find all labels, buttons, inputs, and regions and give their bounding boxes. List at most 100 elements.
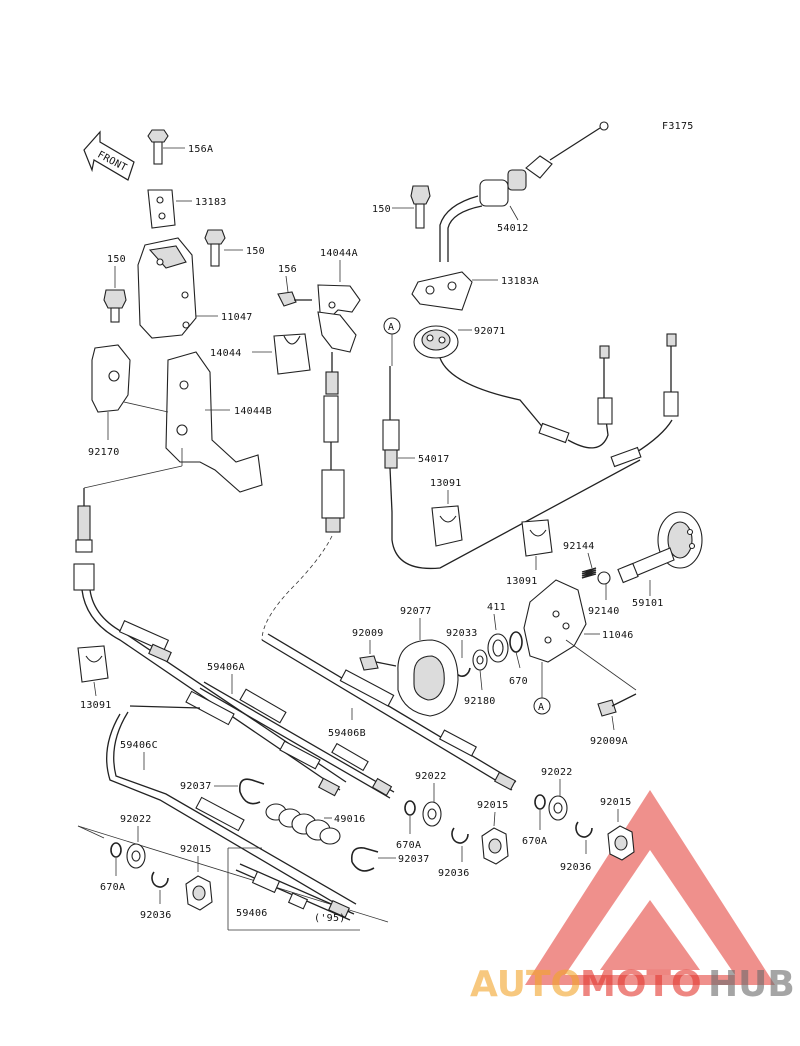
label-92170: 92170 [88,447,120,458]
label-92022-c: 92022 [120,814,152,825]
o-ring-icon [110,842,122,876]
clamp-bracket-icon [91,344,131,440]
spring-icon [581,567,597,579]
label-54012: 54012 [497,223,529,234]
label-13091-mid: 13091 [430,478,462,489]
watermark-logo [525,790,775,985]
cable-clip-icon [350,846,396,872]
label-13183: 13183 [195,197,227,208]
ref-code: F3175 [662,121,694,132]
label-59101: 59101 [632,598,664,609]
label-92015-b: 92015 [600,797,632,808]
throttle-cable-top-icon [439,121,609,262]
hex-nut-icon [607,825,635,861]
view-marker-A-icon: A [383,317,401,366]
label-14044B: 14044B [234,406,272,417]
washer-icon [126,843,146,869]
label-670A-c: 670A [100,882,125,893]
cable-adjuster-icon [118,620,172,663]
label-670A-a: 670A [396,840,421,851]
label-150-left: 150 [107,254,126,265]
circlip-icon [575,821,593,854]
lever-shaft-icon [617,511,703,596]
washer-icon [487,633,509,663]
label-54017: 54017 [418,454,450,465]
label-14044: 14044 [210,348,242,359]
rubber-boot-icon [265,803,341,845]
cable-adjuster-icon [239,688,393,797]
label-13091-left: 13091 [80,700,112,711]
label-92071: 92071 [474,326,506,337]
label-59406B: 59406B [328,728,366,739]
watermark-brand: AUTO MOTO HUB [470,964,795,1005]
ball-icon [597,571,611,600]
plate-icon [147,189,192,229]
lever-cover-icon [397,639,459,717]
circlip-icon [151,871,169,904]
bolt-icon [410,185,431,229]
label-92009: 92009 [352,628,384,639]
circlip-icon [451,827,469,862]
view-marker-label: A [388,322,394,333]
label-92077: 92077 [400,606,432,617]
label-59406C: 59406C [120,740,158,751]
hex-nut-icon [185,875,213,911]
screw-icon [277,291,312,307]
o-ring-icon [534,794,546,830]
label-11046: 11046 [602,630,634,641]
cable-clip-icon [273,333,311,375]
label-92036-c: 92036 [140,910,172,921]
screw-icon [597,693,637,731]
cable-adjuster-icon [339,669,517,791]
lever-bracket-icon [123,351,263,493]
washer-icon [472,649,488,691]
watermark-brand-moto: MOTO [580,964,702,1005]
bracket-icon [137,237,218,339]
watermark-brand-hub: HUB [708,964,795,1005]
grommet-icon [413,325,472,359]
label-59406A: 59406A [207,662,245,673]
cable-end-icon [73,488,95,591]
plate-icon [411,271,498,311]
label-92009A: 92009A [590,736,628,747]
cable-routing-icon [439,333,679,468]
label-59406: 59406 [236,908,268,919]
label-92015-a: 92015 [477,800,509,811]
label-411: 411 [487,602,506,613]
washer-icon [548,795,568,821]
o-ring-icon [404,800,416,834]
throttle-cable-icon [382,366,641,570]
label-13183A: 13183A [501,276,539,287]
label-156: 156 [278,264,297,275]
label-92015-c: 92015 [180,844,212,855]
cable-clip-icon [238,778,265,805]
bolt-icon [147,129,185,165]
label-670: 670 [509,676,528,687]
o-ring-icon [509,631,523,669]
cable-holder-icon [317,284,361,353]
label-92144: 92144 [563,541,595,552]
cable-end-icon [321,352,345,533]
watermark-brand-auto: AUTO [470,964,581,1005]
front-arrow-icon: FRONT [83,130,135,181]
label-150-top: 150 [246,246,265,257]
hex-nut-icon [481,827,509,865]
rubber-damper-icon [77,645,109,697]
label-150-right: 150 [372,204,391,215]
label-14044A: 14044A [320,248,358,259]
label-92036-a: 92036 [438,868,470,879]
label-92033: 92033 [446,628,478,639]
variant-box [227,847,360,931]
label-156A: 156A [188,144,213,155]
label-13091-right: 13091 [506,576,538,587]
view-marker-label-bottom: A [538,702,544,713]
bolt-icon [103,289,127,323]
screw-icon [359,655,397,671]
label-92036-b: 92036 [560,862,592,873]
lever-housing-icon [523,579,600,663]
cable-adjuster-icon [185,690,341,832]
washer-icon [422,801,442,827]
label-92022-b: 92022 [541,767,573,778]
